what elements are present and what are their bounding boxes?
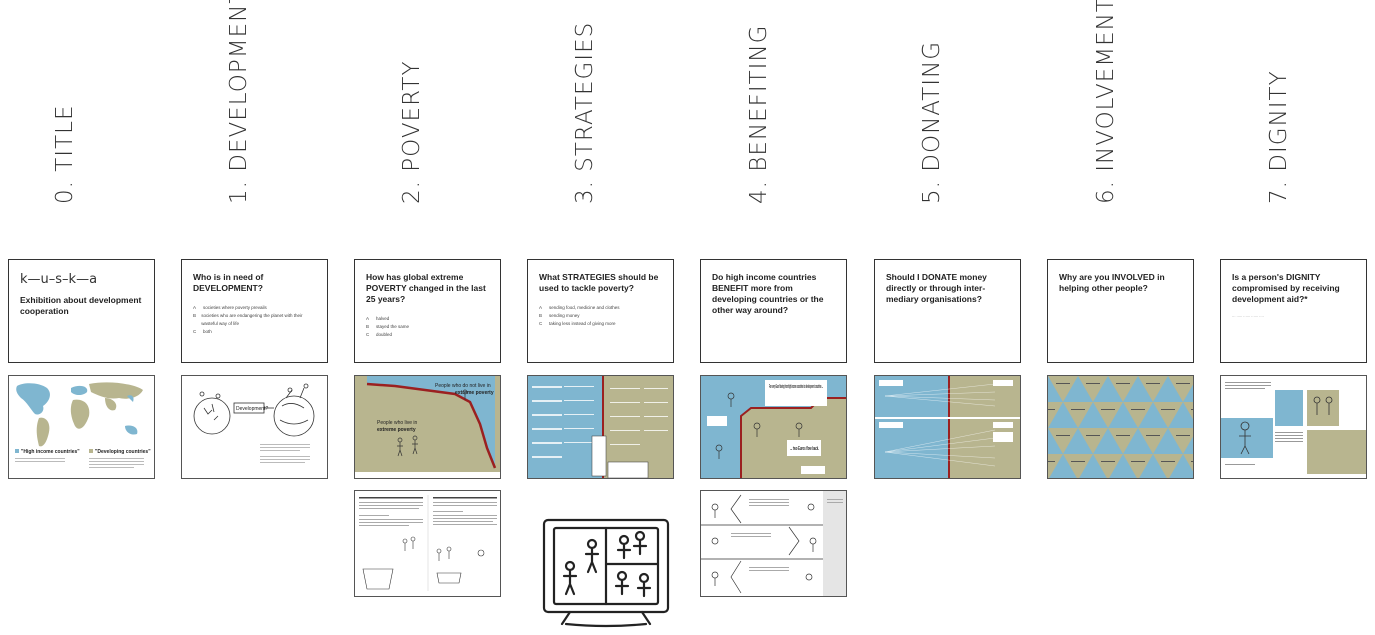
triangle-tile (1123, 454, 1153, 478)
column-title-poverty: 2. POVERTY (399, 60, 425, 205)
card-question: Is a person's DIGNITY compromised by rec… (1232, 272, 1340, 304)
column-title-benefiting: 4. BENEFITING (746, 24, 772, 204)
triangle-text (1191, 461, 1193, 462)
poster-benefiting-detail[interactable] (700, 490, 847, 597)
card-question: Who is in need of DEVELOPMENT? (193, 272, 264, 293)
triangle-text (1071, 461, 1085, 462)
triangle-text (1146, 435, 1160, 436)
triangle-tile (1108, 376, 1138, 402)
poverty-label-bottom-bold: extreme poverty (377, 427, 416, 433)
triangle-text (1176, 435, 1190, 436)
column-title-strategies: 3. STRATEGIES (572, 21, 598, 204)
card-dignity[interactable]: Is a person's DIGNITY compromised by rec… (1220, 259, 1367, 363)
triangle-text (1071, 409, 1085, 410)
triangle-tile (1093, 454, 1123, 478)
triangle-text (1191, 409, 1193, 410)
kuska-logo: k—u–s–k—a (20, 272, 98, 287)
triangle-tile (1123, 402, 1153, 428)
poverty-label-top-bold: extreme poverty (455, 390, 494, 396)
card-footnote: ··· ····· ······ ······ ···· (1232, 315, 1264, 319)
tv-illustration (540, 516, 672, 635)
card-title-text: Exhibition about development cooperation (20, 295, 142, 316)
column-title-dignity: 7. DIGNITY (1266, 70, 1292, 204)
column-title-donating: 5. DONATING (919, 40, 945, 204)
triangle-text (1101, 409, 1115, 410)
triangle-tile (1153, 402, 1183, 428)
legend-high-income: "High income countries" (21, 449, 80, 455)
column-title-title: 0. TITLE (52, 104, 78, 204)
triangle-tile (1183, 454, 1193, 472)
poster-involvement[interactable] (1047, 375, 1194, 479)
triangle-text (1086, 383, 1100, 384)
poster-strategies[interactable] (527, 375, 674, 479)
card-strategies[interactable]: What STRATEGIES should be used to tackle… (527, 259, 674, 363)
triangle-text (1161, 461, 1175, 462)
triangle-text (1131, 409, 1145, 410)
card-question: How has global extreme POVERTY changed i… (366, 272, 486, 304)
poster-donating[interactable] (874, 375, 1021, 479)
card-question: Do high income countries BENEFIT more fr… (712, 272, 824, 315)
card-involvement[interactable]: Why are you INVOLVED in helping other pe… (1047, 259, 1194, 363)
card-question: Why are you INVOLVED in helping other pe… (1059, 272, 1165, 293)
card-title[interactable]: k—u–s–k—a Exhibition about development c… (8, 259, 155, 363)
triangle-text (1056, 435, 1070, 436)
triangle-tile (1078, 376, 1108, 402)
benefiting-label-top: For every Euro flowing from high income … (769, 384, 823, 390)
triangle-text (1116, 383, 1130, 384)
poster-development[interactable]: Development? (181, 375, 328, 479)
column-title-involvement: 6. INVOLVEMENT (1093, 0, 1119, 204)
triangle-tile (1063, 454, 1093, 478)
triangle-text (1176, 383, 1190, 384)
triangle-tile (1093, 402, 1123, 428)
triangle-tile (1108, 428, 1138, 454)
card-poverty[interactable]: How has global extreme POVERTY changed i… (354, 259, 501, 363)
poverty-label-top: People who do not live in (435, 383, 491, 389)
card-donating[interactable]: Should I DONATE money directly or throug… (874, 259, 1021, 363)
poster-world-map[interactable]: "High income countries" "Developing coun… (8, 375, 155, 479)
triangle-tile (1168, 376, 1193, 402)
triangle-tile (1048, 376, 1078, 402)
card-benefiting[interactable]: Do high income countries BENEFIT more fr… (700, 259, 847, 363)
triangle-tile (1048, 454, 1063, 478)
card-question: What STRATEGIES should be used to tackle… (539, 272, 659, 293)
poster-poverty[interactable]: People who do not live in extreme povert… (354, 375, 501, 479)
triangle-tile (1138, 376, 1168, 402)
poster-poverty-detail[interactable] (354, 490, 501, 597)
triangle-text (1161, 409, 1175, 410)
triangle-text (1131, 461, 1145, 462)
triangle-tile (1048, 402, 1063, 428)
poster-benefiting[interactable]: For every Euro flowing from high income … (700, 375, 847, 479)
triangle-text (1048, 461, 1055, 462)
triangle-text (1048, 409, 1055, 410)
triangle-text (1146, 383, 1160, 384)
benefiting-label-bottom: ... two Euros flow back. (790, 446, 819, 452)
column-title-development: 1. DEVELOPMENT (226, 0, 252, 204)
triangle-text (1101, 461, 1115, 462)
development-label: Development? (236, 406, 268, 412)
triangle-tile (1168, 428, 1193, 454)
poverty-label-bottom: People who live in (377, 420, 418, 426)
triangle-text (1056, 383, 1070, 384)
triangle-text (1116, 435, 1130, 436)
triangle-tile (1063, 402, 1093, 428)
triangle-tile (1153, 454, 1183, 478)
legend-developing: "Developing countries" (95, 449, 151, 455)
triangle-text (1086, 435, 1100, 436)
triangle-tile (1078, 428, 1108, 454)
card-question: Should I DONATE money directly or throug… (886, 272, 987, 304)
triangle-tile (1048, 428, 1078, 454)
poster-dignity[interactable] (1220, 375, 1367, 479)
triangle-tile (1138, 428, 1168, 454)
